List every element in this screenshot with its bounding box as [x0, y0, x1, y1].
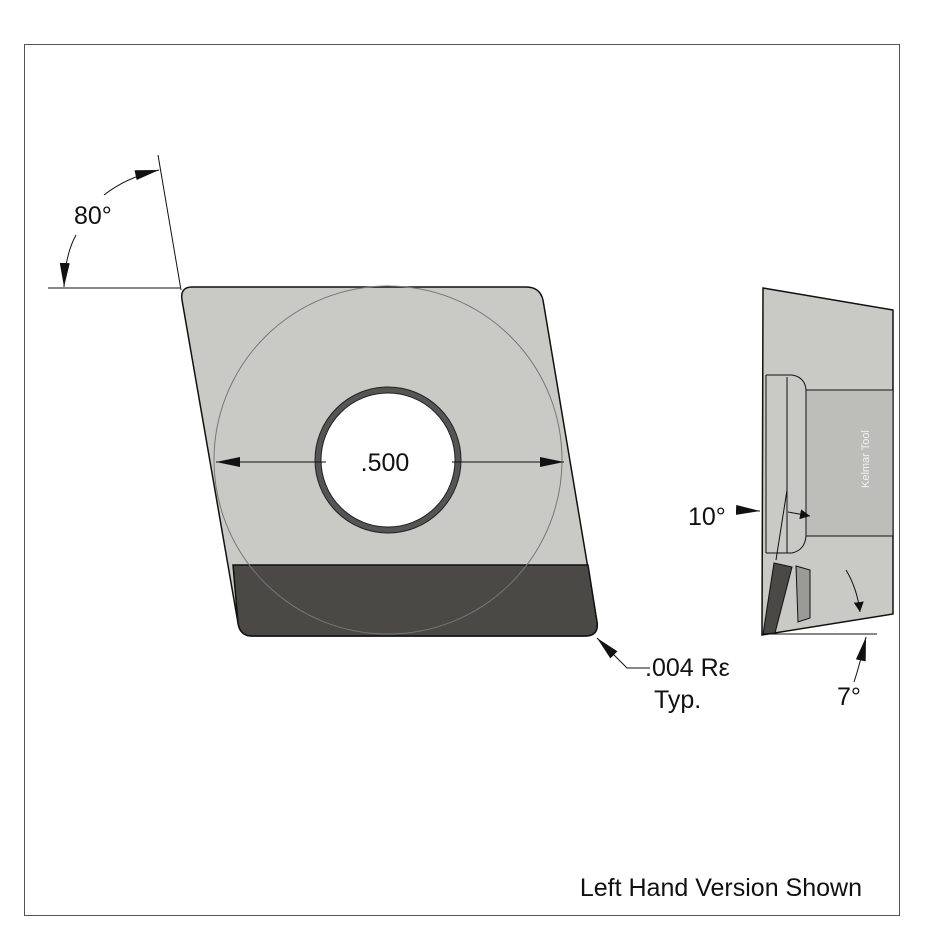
watermark: Kelmar Tool [860, 430, 872, 488]
clearance-extension-line [775, 489, 788, 561]
corner-angle-label: 80° [74, 202, 112, 230]
side-hole-section [805, 389, 894, 537]
corner-radius-label: .004 Rε [645, 654, 730, 682]
angle-arc-upper [103, 169, 160, 196]
hole-diameter-label: .500 [361, 449, 410, 477]
insert-cutting-tip [232, 564, 598, 637]
relief-angle-arrow [853, 636, 867, 683]
relief-angle-label: 7° [837, 683, 861, 711]
insert-top-view: .500 80° .004 Rε Typ. [48, 154, 730, 714]
caption: Left Hand Version Shown [580, 874, 862, 902]
side-tip-flank [795, 565, 811, 623]
corner-radius-leader [596, 637, 650, 669]
side-cutting-tip [762, 562, 793, 635]
clearance-arrow-right [787, 509, 811, 520]
corner-radius-note: Typ. [654, 686, 701, 714]
clearance-arrow-left [735, 504, 761, 515]
insert-side-view: Kelmar Tool 10° 7° [688, 287, 894, 711]
relief-arc [845, 569, 864, 613]
angle-arc-lower [59, 234, 77, 288]
angle-edge-extension [157, 154, 182, 291]
clearance-angle-label: 10° [688, 503, 726, 531]
side-hole-chamfer [766, 374, 807, 554]
drawing-frame [24, 44, 900, 916]
mounting-hole [320, 392, 456, 528]
